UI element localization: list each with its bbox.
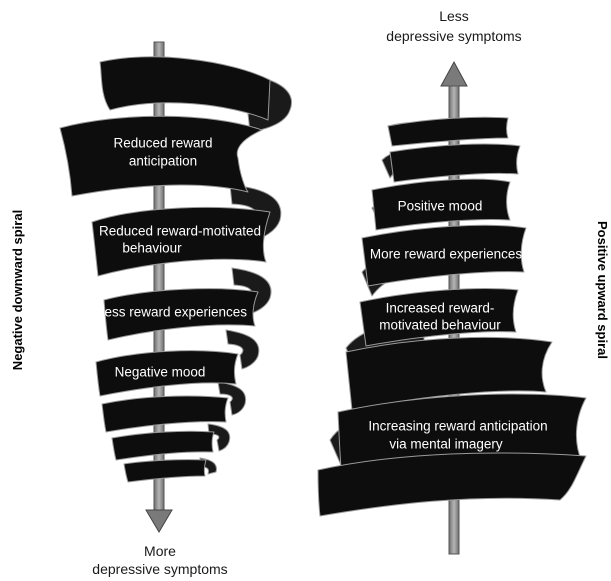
- right-stage-3-line1: Increased reward-: [386, 301, 495, 316]
- right-band-1: [387, 116, 509, 147]
- left-band-4: [103, 288, 259, 341]
- left-stage-2-line2: behaviour: [122, 241, 182, 256]
- right-stage-labels: Positive mood More reward experiences In…: [368, 199, 547, 452]
- right-band-5: [359, 288, 519, 347]
- right-ribbon-front: [317, 116, 587, 517]
- left-band-8: [123, 459, 207, 483]
- left-band-1: [99, 56, 271, 121]
- left-ribbon-front: [59, 56, 271, 483]
- left-band-3: [91, 206, 271, 277]
- right-stage-1-line1: Positive mood: [398, 199, 483, 214]
- right-stage-4-line1: Increasing reward anticipation: [368, 419, 547, 434]
- right-spiral: Positive mood More reward experiences In…: [317, 8, 610, 555]
- left-bottom-label-line1: More: [144, 543, 176, 559]
- right-spiral-title: Positive upward spiral: [595, 221, 610, 359]
- right-stage-4-line2: via mental imagery: [389, 437, 503, 452]
- left-stage-4-line1: Negative mood: [115, 365, 206, 380]
- right-stage-3-line2: motivated behaviour: [379, 318, 501, 333]
- left-ribbon-back: [199, 73, 293, 475]
- left-spiral: Reduced reward anticipation Reduced rewa…: [10, 41, 293, 577]
- left-bottom-label-line2: depressive symptoms: [92, 561, 227, 577]
- left-band-7: [111, 430, 215, 461]
- left-band-6: [101, 395, 229, 433]
- right-top-label-line1: Less: [439, 8, 469, 24]
- right-stage-2-line1: More reward experiences: [370, 247, 523, 262]
- left-stage-2-line1: Reduced reward-motivated: [99, 224, 261, 239]
- left-stage-labels: Reduced reward anticipation Reduced rewa…: [97, 136, 261, 380]
- left-stage-1-line2: anticipation: [129, 154, 197, 169]
- right-top-label-line2: depressive symptoms: [386, 28, 521, 44]
- right-band-3: [371, 178, 511, 231]
- left-spiral-title: Negative downward spiral: [10, 210, 25, 370]
- right-band-8: [317, 452, 587, 517]
- left-stage-1-line1: Reduced reward: [113, 136, 212, 151]
- left-band-2: [59, 115, 263, 197]
- left-band-5: [95, 350, 239, 397]
- left-down-arrow: [145, 41, 173, 533]
- right-band-2: [389, 143, 521, 183]
- left-stage-3-line1: Less reward experiences: [97, 305, 247, 320]
- right-band-4: [361, 224, 527, 287]
